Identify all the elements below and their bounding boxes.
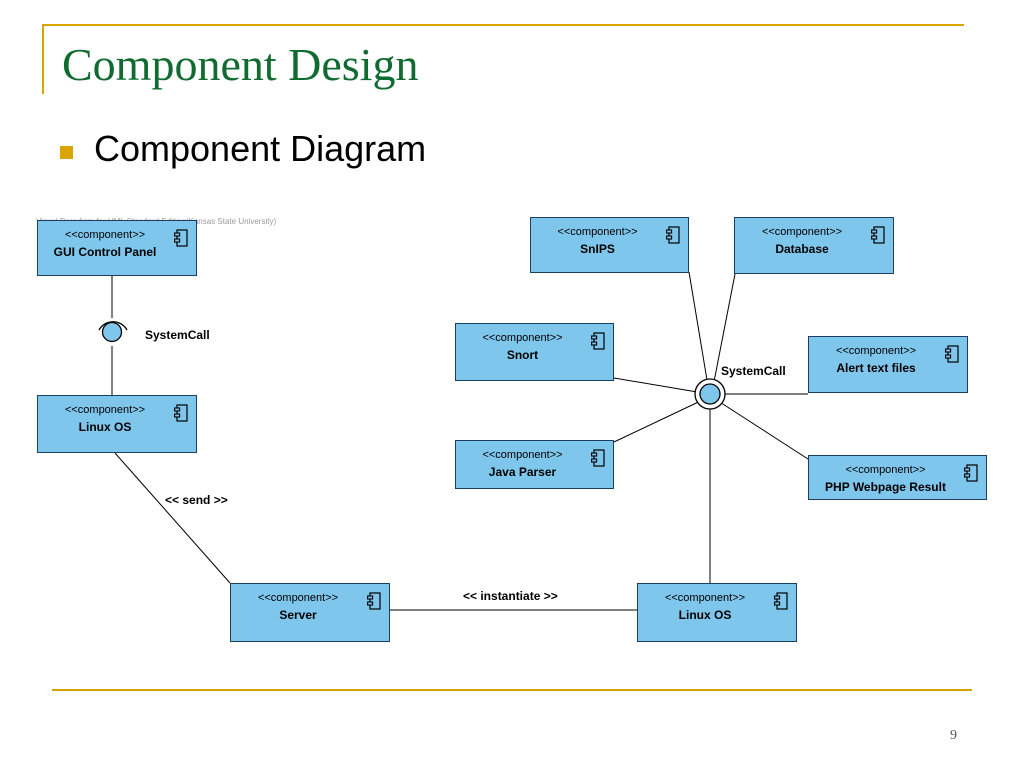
component-java-parser: <<component>> Java Parser	[455, 440, 614, 489]
component-icon	[591, 449, 605, 467]
component-database: <<component>> Database	[734, 217, 894, 274]
socket-left	[98, 321, 128, 331]
component-icon	[945, 345, 959, 363]
stereotype-label: <<component>>	[845, 464, 926, 476]
wire-snort-to-hub	[613, 377, 710, 395]
component-name: Database	[775, 242, 829, 256]
component-icon	[964, 464, 978, 482]
stereotype-label: <<component>>	[257, 592, 339, 604]
wire-linux-left-to-server	[114, 452, 231, 584]
interface-ball-left	[101, 321, 123, 343]
wire-database-to-hub	[711, 273, 736, 393]
wire-php-to-hub	[711, 396, 809, 460]
component-gui-control-panel: <<component>> GUI Control Panel	[37, 220, 197, 276]
component-icon	[367, 592, 381, 610]
component-icon	[591, 332, 605, 350]
component-linux-os-left: <<component>> Linux OS	[37, 395, 197, 453]
component-php-webpage-result: <<component>> PHP Webpage Result	[808, 455, 987, 500]
slide-title: Component Design	[62, 39, 419, 90]
component-name: Java Parser	[488, 465, 557, 479]
component-name: Snort	[506, 348, 539, 362]
instantiate-label: << instantiate >>	[463, 589, 558, 603]
component-snort: <<component>> Snort	[455, 323, 614, 381]
bullet-text: Component Diagram	[94, 128, 427, 169]
stereotype-label: <<component>>	[761, 226, 843, 238]
component-name: Linux OS	[78, 420, 132, 434]
component-icon	[174, 229, 188, 247]
systemcall-label-right: SystemCall	[721, 364, 786, 378]
component-name: SnIPS	[580, 242, 615, 256]
interface-ball-right	[699, 383, 721, 405]
send-label: << send >>	[165, 493, 228, 507]
stereotype-label: <<component>>	[835, 345, 917, 357]
bottom-rule	[52, 689, 972, 691]
component-icon	[174, 404, 188, 422]
component-linux-os-right: <<component>> Linux OS	[637, 583, 797, 642]
wire-java-to-hub	[613, 396, 710, 443]
component-snips: <<component>> SnIPS	[530, 217, 689, 273]
component-icon	[666, 226, 680, 244]
stereotype-label: <<component>>	[482, 332, 563, 344]
systemcall-label-left: SystemCall	[145, 328, 210, 342]
component-name: Alert text files	[836, 361, 916, 375]
component-server: <<component>> Server	[230, 583, 390, 642]
stereotype-label: <<component>>	[664, 592, 746, 604]
component-name: GUI Control Panel	[53, 245, 157, 259]
stereotype-label: <<component>>	[557, 226, 638, 238]
stereotype-label: <<component>>	[64, 404, 146, 416]
component-name: Linux OS	[678, 608, 732, 622]
component-icon	[774, 592, 788, 610]
page-number: 9	[950, 728, 957, 743]
component-icon	[871, 226, 885, 244]
wire-snips-to-hub	[688, 271, 710, 393]
component-name: Server	[279, 608, 317, 622]
component-name: PHP Webpage Result	[825, 480, 946, 494]
stereotype-label: <<component>>	[64, 229, 146, 241]
top-rule	[42, 24, 964, 26]
bullet-square-icon	[60, 146, 73, 159]
side-rule	[42, 24, 44, 94]
component-alert-text-files: <<component>> Alert text files	[808, 336, 968, 393]
stereotype-label: <<component>>	[482, 449, 563, 461]
